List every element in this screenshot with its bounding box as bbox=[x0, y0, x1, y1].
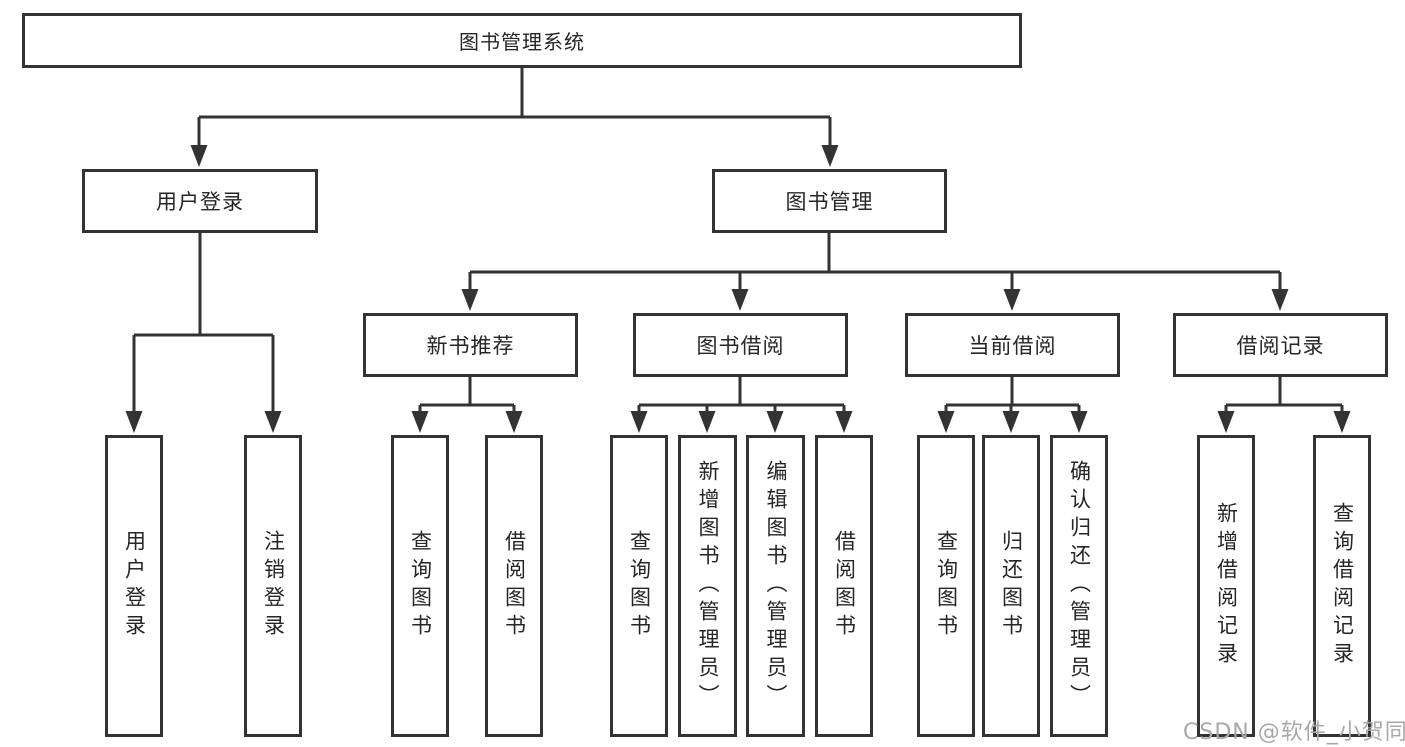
connector-borrow-records bbox=[1224, 377, 1344, 413]
csdn-watermark: CSDN @软件_小贺同学 bbox=[1183, 720, 1405, 745]
node-book-borrow: 图书借阅 bbox=[633, 313, 848, 377]
leaf-query-books-recommend: 查询图书 bbox=[391, 435, 449, 737]
leaf-add-borrow-record: 新增借阅记录 bbox=[1197, 435, 1255, 737]
node-current-borrow: 当前借阅 bbox=[905, 313, 1120, 377]
connector-root bbox=[197, 68, 832, 147]
connector-book-borrow bbox=[637, 377, 846, 413]
leaf-edit-books-admin: 编辑图书（管理员） bbox=[746, 435, 805, 737]
node-library-management-system: 图书管理系统 bbox=[22, 13, 1022, 68]
node-book-management: 图书管理 bbox=[712, 169, 947, 233]
leaf-add-books-admin: 新增图书（管理员） bbox=[678, 435, 737, 737]
leaf-return-books: 归还图书 bbox=[982, 435, 1040, 737]
connector-new-book-recommend bbox=[418, 377, 516, 413]
leaf-borrow-books: 借阅图书 bbox=[815, 435, 873, 737]
leaf-logout: 注销登录 bbox=[244, 435, 302, 737]
connector-book-management bbox=[468, 233, 1282, 291]
leaf-query-borrow-record: 查询借阅记录 bbox=[1313, 435, 1371, 737]
leaf-borrow-books-recommend: 借阅图书 bbox=[485, 435, 543, 737]
node-user-login: 用户登录 bbox=[82, 169, 318, 233]
arrowheads bbox=[125, 145, 1351, 433]
connector-current-borrow bbox=[944, 377, 1081, 413]
leaf-user-login: 用户登录 bbox=[105, 435, 163, 737]
leaf-confirm-return-admin: 确认归还（管理员） bbox=[1050, 435, 1108, 737]
connector-user-login bbox=[132, 233, 275, 413]
node-borrow-records: 借阅记录 bbox=[1173, 313, 1388, 377]
node-new-book-recommend: 新书推荐 bbox=[363, 313, 578, 377]
leaf-query-books-current: 查询图书 bbox=[917, 435, 975, 737]
leaf-query-books-borrow: 查询图书 bbox=[610, 435, 668, 737]
